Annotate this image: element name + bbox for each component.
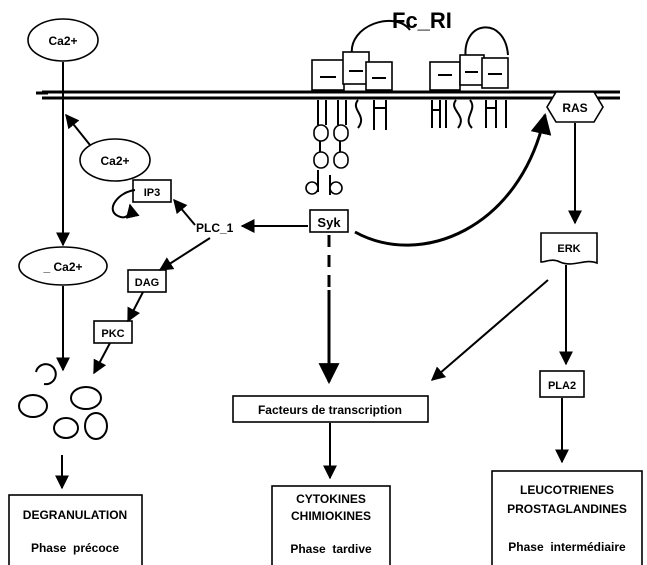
granules xyxy=(18,363,108,440)
svg-text:DAG: DAG xyxy=(135,277,159,289)
plc-node: PLC_1 xyxy=(196,221,234,235)
pkc-node: PKC xyxy=(93,320,133,344)
leucotrienes-title-2: PROSTAGLANDINES xyxy=(507,502,627,516)
svg-text:Facteurs de transcription: Facteurs de transcription xyxy=(258,403,402,417)
cytokines-box: CYTOKINES CHIMIOKINES Phase tardive xyxy=(271,485,391,565)
degranulation-box: DEGRANULATION Phase précoce xyxy=(8,494,143,565)
cytokines-phase: Phase tardive xyxy=(290,542,372,556)
cytokines-title-2: CHIMIOKINES xyxy=(291,509,371,523)
svg-text:Syk: Syk xyxy=(317,215,341,230)
receptor-left xyxy=(305,20,411,195)
receptor-label: Fc_RI xyxy=(392,8,452,33)
receptor-right xyxy=(429,26,509,129)
svg-text:IP3: IP3 xyxy=(144,187,161,199)
svg-text:Ca2+: Ca2+ xyxy=(48,34,77,48)
degranulation-title: DEGRANULATION xyxy=(23,508,127,522)
cell-membrane xyxy=(42,90,620,100)
extracellular-ca-node: Ca2+ xyxy=(27,18,99,62)
leucotrienes-box: LEUCOTRIENES PROSTAGLANDINES Phase inter… xyxy=(491,470,643,565)
svg-text:ERK: ERK xyxy=(557,243,580,255)
cytokines-title-1: CYTOKINES xyxy=(296,492,366,506)
leucotrienes-phase: Phase intermédiaire xyxy=(508,540,626,554)
cytosolic-ca-node: _ Ca2+ xyxy=(18,246,108,286)
degranulation-phase: Phase précoce xyxy=(31,541,119,555)
pla2-node: PLA2 xyxy=(539,370,585,398)
leucotrienes-title-1: LEUCOTRIENES xyxy=(520,483,614,497)
erk-node: ERK xyxy=(540,232,598,265)
ip3-node: IP3 xyxy=(132,179,172,203)
ras-node: RAS xyxy=(546,91,604,123)
dag-node: DAG xyxy=(127,269,167,293)
transcription-factors-node: Facteurs de transcription xyxy=(232,395,429,423)
svg-text:Ca2+: Ca2+ xyxy=(100,154,129,168)
svg-text:PKC: PKC xyxy=(101,328,124,340)
svg-text:PLA2: PLA2 xyxy=(548,380,576,392)
svg-text:_ Ca2+: _ Ca2+ xyxy=(42,260,82,274)
pathway-arrows xyxy=(55,62,582,490)
syk-node: Syk xyxy=(309,209,349,233)
svg-text:RAS: RAS xyxy=(562,101,587,115)
store-ca-node: Ca2+ xyxy=(79,138,151,182)
